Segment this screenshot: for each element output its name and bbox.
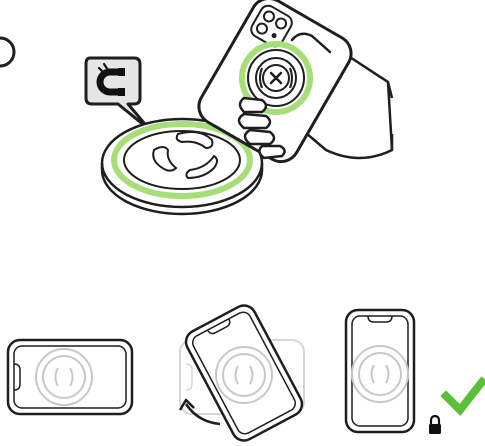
phone-rotating-icon bbox=[182, 301, 306, 442]
phone-portrait-icon bbox=[346, 310, 414, 432]
step-portrait bbox=[346, 310, 482, 434]
partial-circle-left bbox=[0, 38, 14, 66]
phone-landscape-icon bbox=[8, 340, 132, 414]
checkmark-icon bbox=[446, 382, 482, 410]
steps-row bbox=[8, 301, 482, 442]
top-panel bbox=[86, 0, 392, 214]
step-landscape bbox=[8, 340, 132, 414]
lock-icon bbox=[429, 416, 441, 434]
magnet-callout bbox=[86, 58, 150, 130]
step-rotating bbox=[180, 301, 306, 442]
